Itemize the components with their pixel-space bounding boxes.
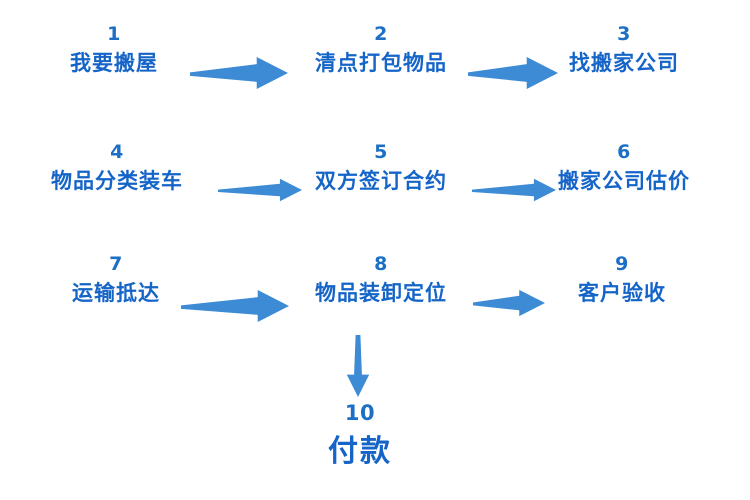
- arrow-8-to-10-icon: [344, 335, 372, 397]
- step-number: 1: [107, 23, 121, 45]
- step-number: 3: [617, 23, 631, 45]
- arrow-1-to-2-icon: [190, 56, 288, 90]
- flow-step-5: 5 双方签订合约: [315, 143, 447, 192]
- step-number: 8: [374, 253, 388, 275]
- flow-step-10: 10 付款: [328, 403, 392, 467]
- flow-step-7: 7 运输抵达: [72, 255, 160, 304]
- step-label: 客户验收: [578, 281, 666, 305]
- step-number: 7: [109, 253, 123, 275]
- flow-step-2: 2 清点打包物品: [315, 25, 447, 74]
- arrow-4-to-5-icon: [218, 178, 302, 202]
- step-number: 10: [344, 401, 376, 425]
- step-label: 物品装卸定位: [315, 281, 447, 305]
- step-number: 2: [374, 23, 388, 45]
- arrow-8-to-9-icon: [473, 289, 545, 317]
- step-number: 6: [617, 141, 631, 163]
- flow-step-1: 1 我要搬屋: [70, 25, 158, 74]
- step-number: 4: [110, 141, 124, 163]
- flow-step-9: 9 客户验收: [578, 255, 666, 304]
- step-number: 5: [374, 141, 388, 163]
- arrow-5-to-6-icon: [472, 178, 556, 202]
- flow-step-4: 4 物品分类装车: [51, 143, 183, 192]
- step-label: 搬家公司估价: [558, 169, 690, 193]
- step-label: 找搬家公司: [569, 51, 679, 75]
- flow-step-6: 6 搬家公司估价: [558, 143, 690, 192]
- step-label: 清点打包物品: [315, 51, 447, 75]
- flow-step-3: 3 找搬家公司: [569, 25, 679, 74]
- arrow-2-to-3-icon: [468, 56, 558, 90]
- step-label: 物品分类装车: [51, 169, 183, 193]
- step-label: 双方签订合约: [315, 169, 447, 193]
- flow-step-8: 8 物品装卸定位: [315, 255, 447, 304]
- arrow-7-to-8-icon: [181, 289, 289, 323]
- step-label: 付款: [328, 434, 392, 469]
- step-label: 我要搬屋: [70, 51, 158, 75]
- step-label: 运输抵达: [72, 281, 160, 305]
- step-number: 9: [615, 253, 629, 275]
